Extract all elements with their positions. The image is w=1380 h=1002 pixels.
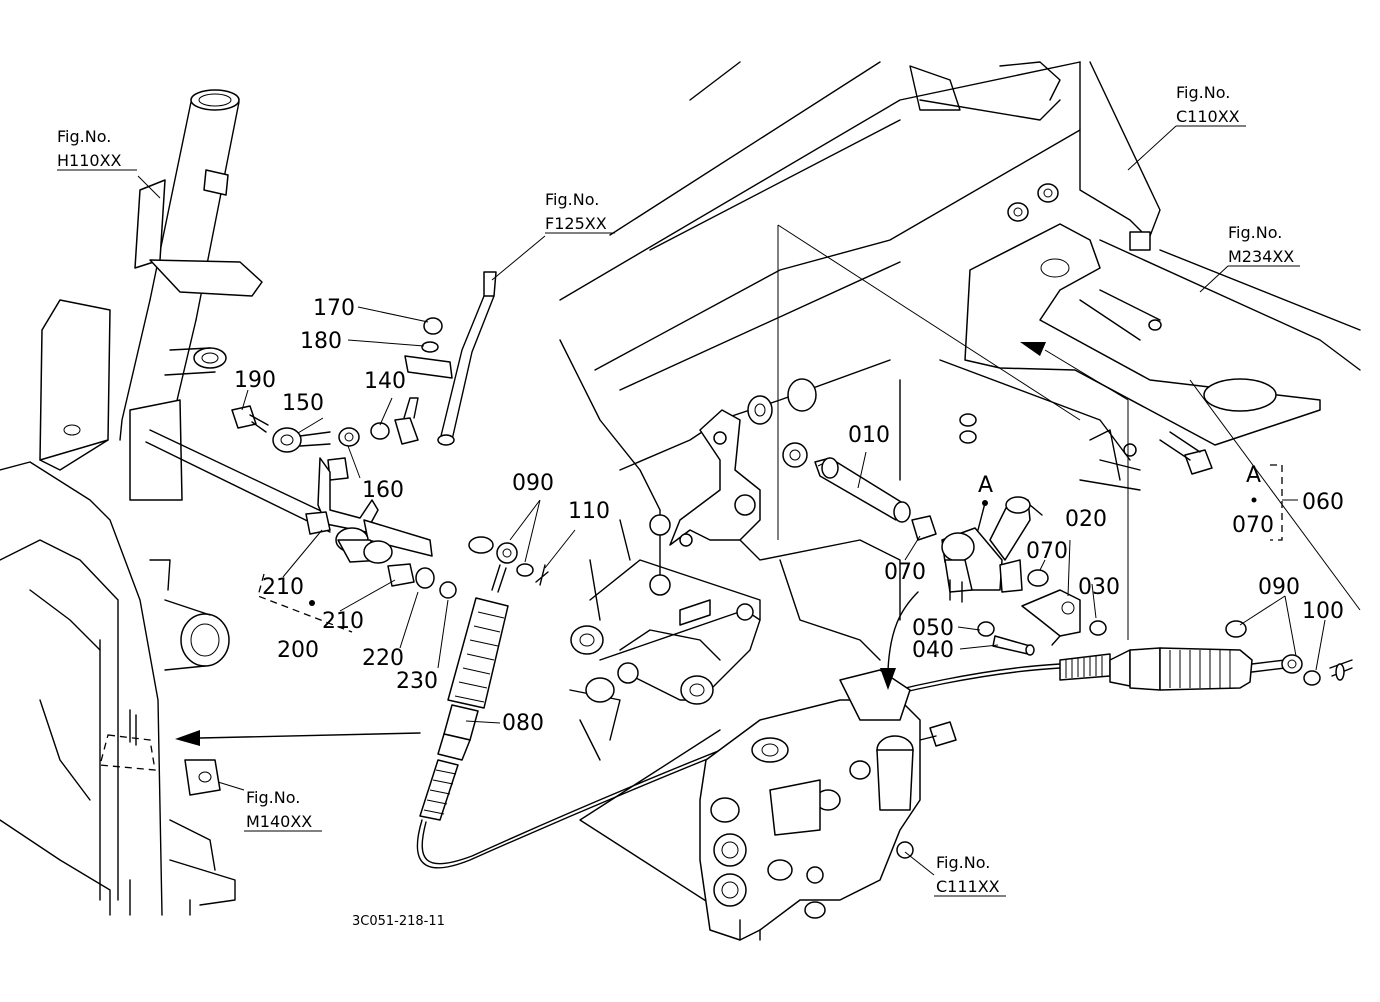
- svg-text:Fig.No.: Fig.No.: [57, 127, 111, 146]
- fig-ref-m140xx: Fig.No. M140XX: [244, 788, 322, 832]
- part-label-210: 210: [262, 575, 304, 600]
- part-label-070: 070: [1026, 539, 1068, 564]
- part-label-140: 140: [364, 369, 406, 394]
- part-label-220: 220: [362, 646, 404, 671]
- shift-arm-assembly: [814, 457, 1107, 656]
- linkage-parts: [231, 317, 457, 633]
- part-label-080: 080: [502, 711, 544, 736]
- part-label-160: 160: [362, 478, 404, 503]
- part-label-230: 230: [396, 669, 438, 694]
- leader-lines: [137, 125, 1326, 876]
- part-label-210: 210: [322, 609, 364, 634]
- fig-ref-f125xx: Fig.No. F125XX: [545, 190, 615, 234]
- control-cable-left: [416, 536, 1061, 869]
- fig-ref-c111xx: Fig.No. C111XX: [934, 853, 1006, 897]
- part-label-020: 020: [1065, 507, 1107, 532]
- svg-text:Fig.No.: Fig.No.: [936, 853, 990, 872]
- control-cable-right: [1059, 620, 1353, 691]
- part-label-050: 050: [912, 616, 954, 641]
- part-label-170: 170: [313, 296, 355, 321]
- control-valve-drawing: [699, 669, 957, 941]
- part-label-190: 190: [234, 368, 276, 393]
- part-label-010: 010: [848, 423, 890, 448]
- svg-text:M140XX: M140XX: [246, 812, 312, 831]
- part-label-070: 070: [1232, 513, 1274, 538]
- figure-references: Fig.No. H110XX Fig.No. F125XX Fig.No. C1…: [57, 83, 1300, 897]
- part-label-100: 100: [1302, 599, 1344, 624]
- svg-text:H110XX: H110XX: [57, 151, 122, 170]
- diagram-code: 3C051-218-11: [352, 914, 445, 929]
- steering-column-drawing: [0, 89, 341, 916]
- svg-text:C110XX: C110XX: [1176, 107, 1240, 126]
- part-label-030: 030: [1078, 575, 1120, 600]
- part-number-labels: 010 020 030 040 050 060 070 070 070 080 …: [234, 296, 1344, 736]
- svg-text:Fig.No.: Fig.No.: [545, 190, 599, 209]
- detail-mark-a: A: [978, 473, 993, 498]
- part-label-200: 200: [277, 638, 319, 663]
- detail-mark-a-side: A: [1246, 463, 1261, 488]
- part-label-180: 180: [300, 329, 342, 354]
- part-label-090: 090: [1258, 575, 1300, 600]
- part-label-070: 070: [884, 560, 926, 585]
- svg-text:F125XX: F125XX: [545, 214, 607, 233]
- part-label-090: 090: [512, 471, 554, 496]
- svg-text:Fig.No.: Fig.No.: [1228, 223, 1282, 242]
- part-label-110: 110: [568, 499, 610, 524]
- part-label-040: 040: [912, 638, 954, 663]
- svg-text:Fig.No.: Fig.No.: [1176, 83, 1230, 102]
- svg-text:C111XX: C111XX: [936, 877, 1000, 896]
- control-rod: [437, 271, 497, 446]
- arrows: [175, 342, 1129, 746]
- part-label-150: 150: [282, 391, 324, 416]
- fig-ref-h110xx: Fig.No. H110XX: [57, 127, 137, 171]
- svg-text:M234XX: M234XX: [1228, 247, 1294, 266]
- svg-text:Fig.No.: Fig.No.: [246, 788, 300, 807]
- part-label-060: 060: [1302, 490, 1344, 515]
- fig-ref-c110xx: Fig.No. C110XX: [1176, 83, 1246, 127]
- housing-drawing: [559, 61, 1361, 911]
- fig-ref-m234xx: Fig.No. M234XX: [1228, 223, 1300, 267]
